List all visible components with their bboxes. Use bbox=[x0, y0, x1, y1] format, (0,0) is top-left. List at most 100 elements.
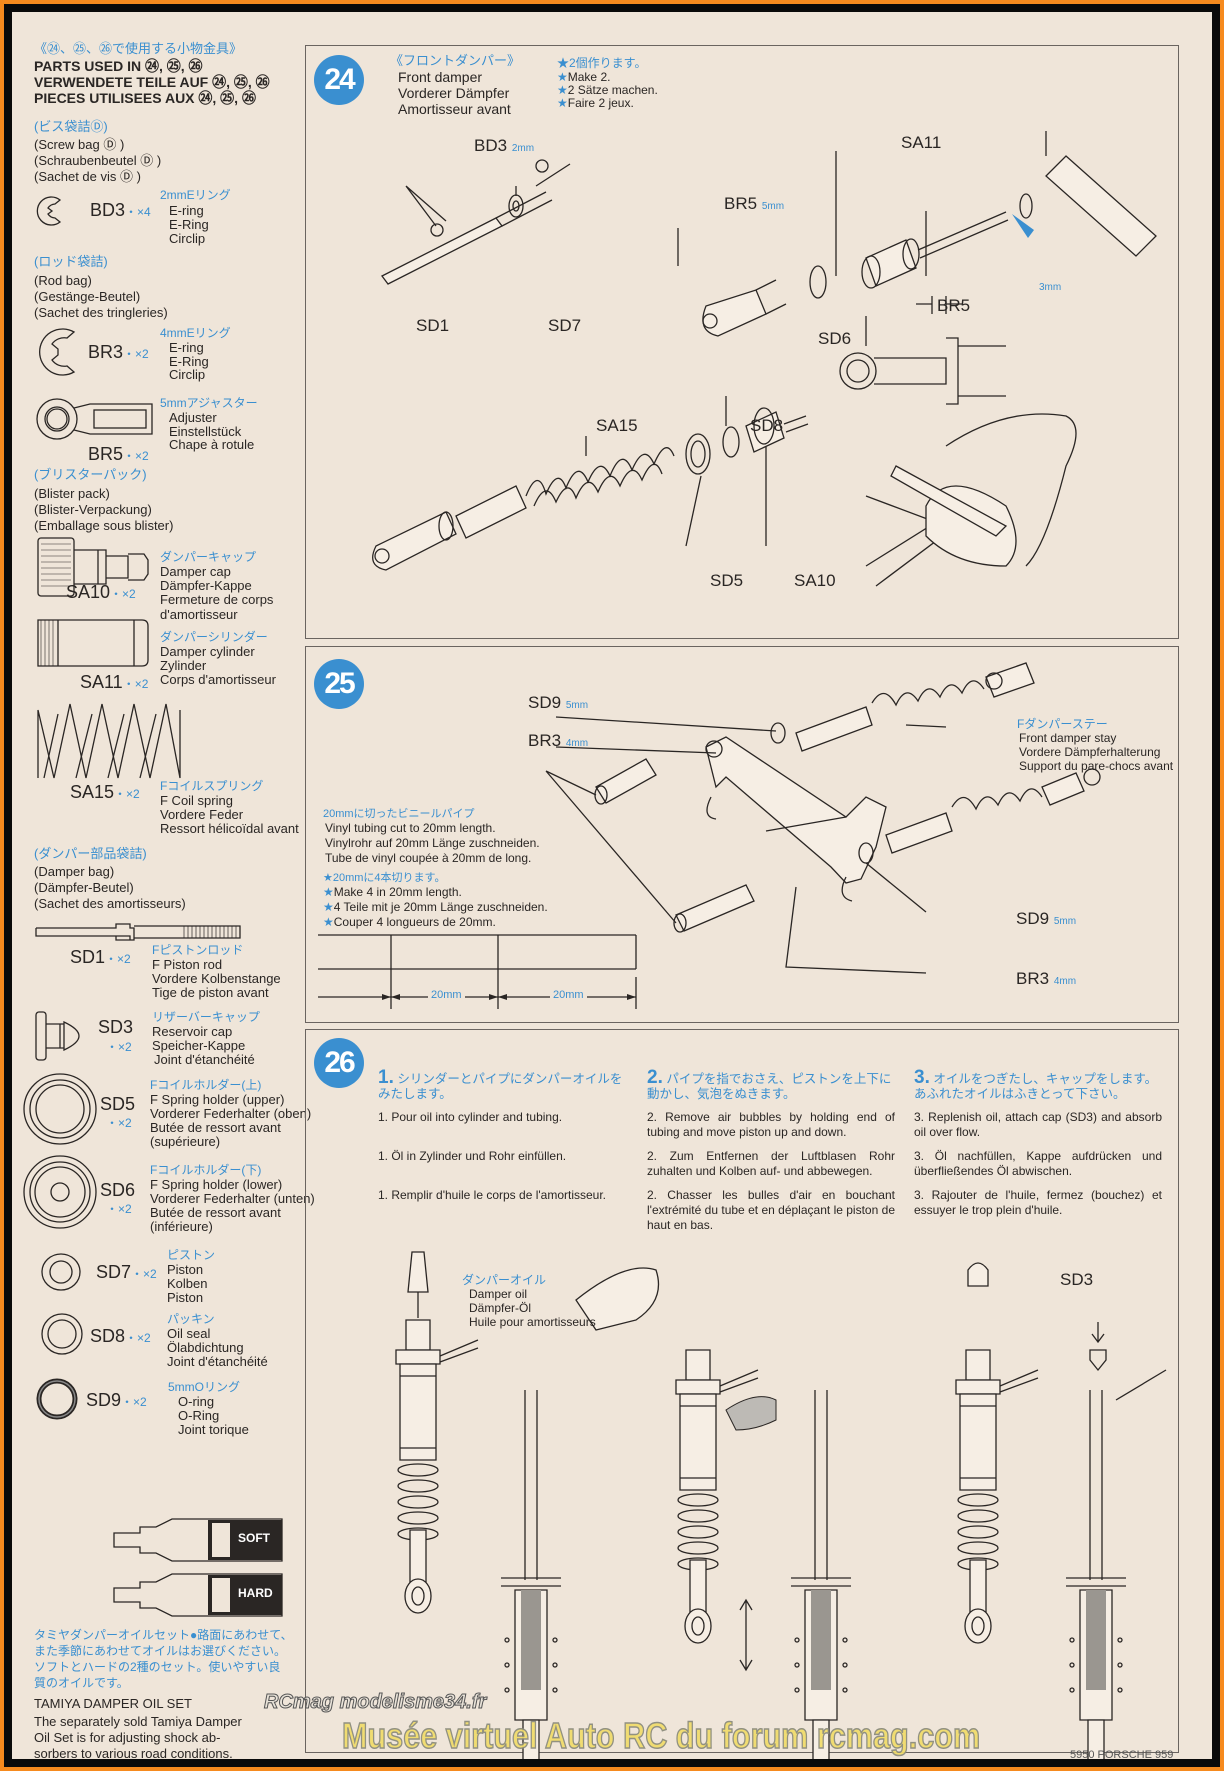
star-icon: ★ bbox=[557, 96, 568, 110]
note: ★Make 2. bbox=[557, 70, 610, 85]
part-code-text: SA15 bbox=[70, 782, 115, 802]
instruction-jp-text: シリンダーとパイプにダンパーオイルをみたします。 bbox=[378, 1072, 623, 1101]
cut-note: ★Make 4 in 20mm length. bbox=[323, 885, 462, 900]
part-code-text: SA11 bbox=[80, 672, 123, 692]
part-qty: ・×2 bbox=[114, 787, 140, 801]
bag-title-de: (Dämpfer-Beutel) bbox=[34, 880, 134, 895]
part-name-en: Damper cylinder bbox=[160, 644, 255, 659]
part-code-text: BD3 bbox=[90, 200, 126, 220]
cut-note: ★4 Teile mit je 20mm Länge zuschneiden. bbox=[323, 900, 548, 915]
note-text: Faire 2 jeux. bbox=[567, 96, 634, 110]
bag-title-jp: (ビス袋詰Ⓓ) bbox=[34, 119, 108, 134]
step2-section-sketch bbox=[725, 1389, 852, 1759]
step-title-en: Front damper bbox=[398, 69, 483, 85]
part-name-de: Speicher-Kappe bbox=[152, 1038, 246, 1053]
note-text: 2 Sätze machen. bbox=[567, 83, 658, 97]
label-size: 4mm bbox=[565, 738, 589, 749]
part-name-jp: ダンパーシリンダー bbox=[160, 630, 268, 644]
bottle-label: SOFT bbox=[238, 1531, 270, 1545]
damper-stay-sketch bbox=[705, 736, 887, 902]
part-code-text: SD7 bbox=[96, 1262, 132, 1282]
part-code: BR3・×2 bbox=[88, 342, 149, 364]
label-size: 5mm bbox=[1053, 916, 1077, 927]
bag-title-en: (Screw bag Ⓓ ) bbox=[34, 137, 125, 152]
oil-set-jp-2: また季節にあわせてオイルはお選びください。 bbox=[34, 1644, 287, 1658]
instruction-column-3: 3. オイルをつぎたし、キャップをします。あふれたオイルはふきとって下さい。 3… bbox=[914, 1068, 1162, 1218]
step-title-de: Vorderer Dämpfer bbox=[398, 85, 510, 101]
label-size: 4mm bbox=[1053, 976, 1077, 987]
dimension-20mm: 20mm bbox=[550, 989, 587, 1001]
instruction-en: 1. Pour oil into cylinder and tubing. bbox=[378, 1110, 563, 1124]
bottle-icon bbox=[113, 1518, 283, 1562]
part-name-fr: Circlip bbox=[169, 231, 206, 246]
label-sd5: SD5 bbox=[710, 571, 744, 590]
oil-set-desc-3: sorbers to various road conditions. bbox=[34, 1746, 233, 1759]
label-sd8: SD8 bbox=[750, 416, 784, 435]
lower-damper-sketch bbox=[858, 768, 1101, 864]
instruction-fr: 1. Remplir d'huile le corps de l'amortis… bbox=[378, 1188, 607, 1202]
step-number: 25 bbox=[314, 659, 364, 709]
part-name-jp: Fコイルホルダー(下) bbox=[150, 1163, 262, 1177]
part-name-fr: Joint d'étanchéité bbox=[154, 1052, 255, 1067]
oil-label-de: Dämpfer-Öl bbox=[469, 1301, 532, 1315]
parts-header-fr: PIECES UTILISEES AUX ㉔, ㉕, ㉖ bbox=[34, 90, 256, 106]
part-name-jp: Fピストンロッド bbox=[152, 943, 244, 957]
part-name-en: E-ring bbox=[169, 340, 204, 355]
instruction-de: 3. Öl nachfüllen, Kappe aufdrücken und ü… bbox=[914, 1149, 1162, 1178]
spring-assembly-sketch bbox=[372, 396, 809, 571]
step3-section-sketch bbox=[1065, 1322, 1167, 1759]
part-name-de: Vordere Feder bbox=[160, 807, 244, 822]
part-qty: ・×4 bbox=[125, 205, 151, 219]
label-br5-detail: BR5 bbox=[937, 296, 971, 315]
star-icon: ★ bbox=[557, 83, 568, 97]
e-ring-icon bbox=[36, 196, 62, 226]
part-code-text: SD8 bbox=[90, 1326, 126, 1346]
step-title-fr: Amortisseur avant bbox=[398, 101, 511, 117]
instruction-de: 2. Zum Entfernen der Luftblasen Rohr zuh… bbox=[647, 1149, 895, 1178]
bag-title-jp: (ダンパー部品袋詰) bbox=[34, 846, 147, 861]
part-code-text: SA10 bbox=[66, 582, 111, 602]
instruction-jp-text: パイプを指でおさえ、ピストンを上下に動かし、気泡をぬきます。 bbox=[647, 1072, 892, 1101]
label-text: BR5 bbox=[724, 194, 758, 213]
stay-label-jp: Fダンパーステー bbox=[1017, 717, 1108, 731]
part-code: SD5 bbox=[100, 1094, 136, 1114]
tubing-en: Vinyl tubing cut to 20mm length. bbox=[325, 821, 496, 835]
instruction-column-1: 1. シリンダーとパイプにダンパーオイルをみたします。 1. Pour oil … bbox=[378, 1068, 626, 1203]
part-name-fr: Chape à rotule bbox=[169, 437, 255, 452]
step-title-jp: 《フロントダンパー》 bbox=[390, 53, 521, 68]
label-sd9: SD9 5mm bbox=[1016, 909, 1076, 929]
part-name-fr-2: (inférieure) bbox=[150, 1219, 213, 1234]
part-code-text: SD1 bbox=[70, 947, 106, 967]
part-name-de: Einstellstück bbox=[169, 424, 242, 439]
bag-title-de: (Gestänge-Beutel) bbox=[34, 289, 141, 304]
reservoir-cap-icon bbox=[35, 1011, 80, 1061]
step1-section-sketch bbox=[500, 1389, 562, 1759]
part-name-de: Zylinder bbox=[160, 658, 207, 673]
part-name-de: Vorderer Federhalter (oben) bbox=[150, 1106, 312, 1121]
manual-page: 《㉔、㉕、㉖で使用する小物金具》 PARTS USED IN ㉔, ㉕, ㉖ V… bbox=[12, 12, 1212, 1759]
label-text: BD3 bbox=[474, 136, 508, 155]
label-text: SD9 bbox=[1016, 909, 1050, 928]
part-name-jp: 4mmEリング bbox=[160, 326, 231, 340]
oil-bottle-soft: SOFT bbox=[112, 1517, 292, 1563]
star-icon: ★ bbox=[557, 70, 568, 84]
label-text: BR3 bbox=[1016, 969, 1050, 988]
tubing-de: Vinylrohr auf 20mm Länge zuschneiden. bbox=[325, 836, 540, 850]
part-name-en: F Spring holder (upper) bbox=[150, 1092, 285, 1107]
upper-damper-sketch bbox=[770, 662, 1035, 752]
cut-note-en: Make 4 in 20mm length. bbox=[333, 885, 462, 899]
damper-stay-assembly-illustration bbox=[318, 662, 1101, 1009]
bag-title-de: (Blister-Verpackung) bbox=[34, 502, 152, 517]
bag-title-en: (Blister pack) bbox=[34, 486, 110, 501]
label-sa15: SA15 bbox=[596, 416, 638, 435]
part-name-en: Damper cap bbox=[160, 564, 231, 579]
oil-bottle-nozzle bbox=[407, 1251, 429, 1293]
oil-label-jp: ダンパーオイル bbox=[462, 1273, 547, 1287]
part-code: SA10・×2 bbox=[66, 582, 136, 604]
part-qty: ・×2 bbox=[106, 1040, 132, 1054]
front-damper-assembly-illustration bbox=[372, 131, 1157, 587]
step3-shock-sketch bbox=[955, 1262, 1039, 1644]
part-name-jp: パッキン bbox=[167, 1312, 215, 1326]
oil-label-en: Damper oil bbox=[469, 1287, 528, 1301]
cut-note-jp: ★20mmに4本切ります。 bbox=[323, 872, 446, 884]
